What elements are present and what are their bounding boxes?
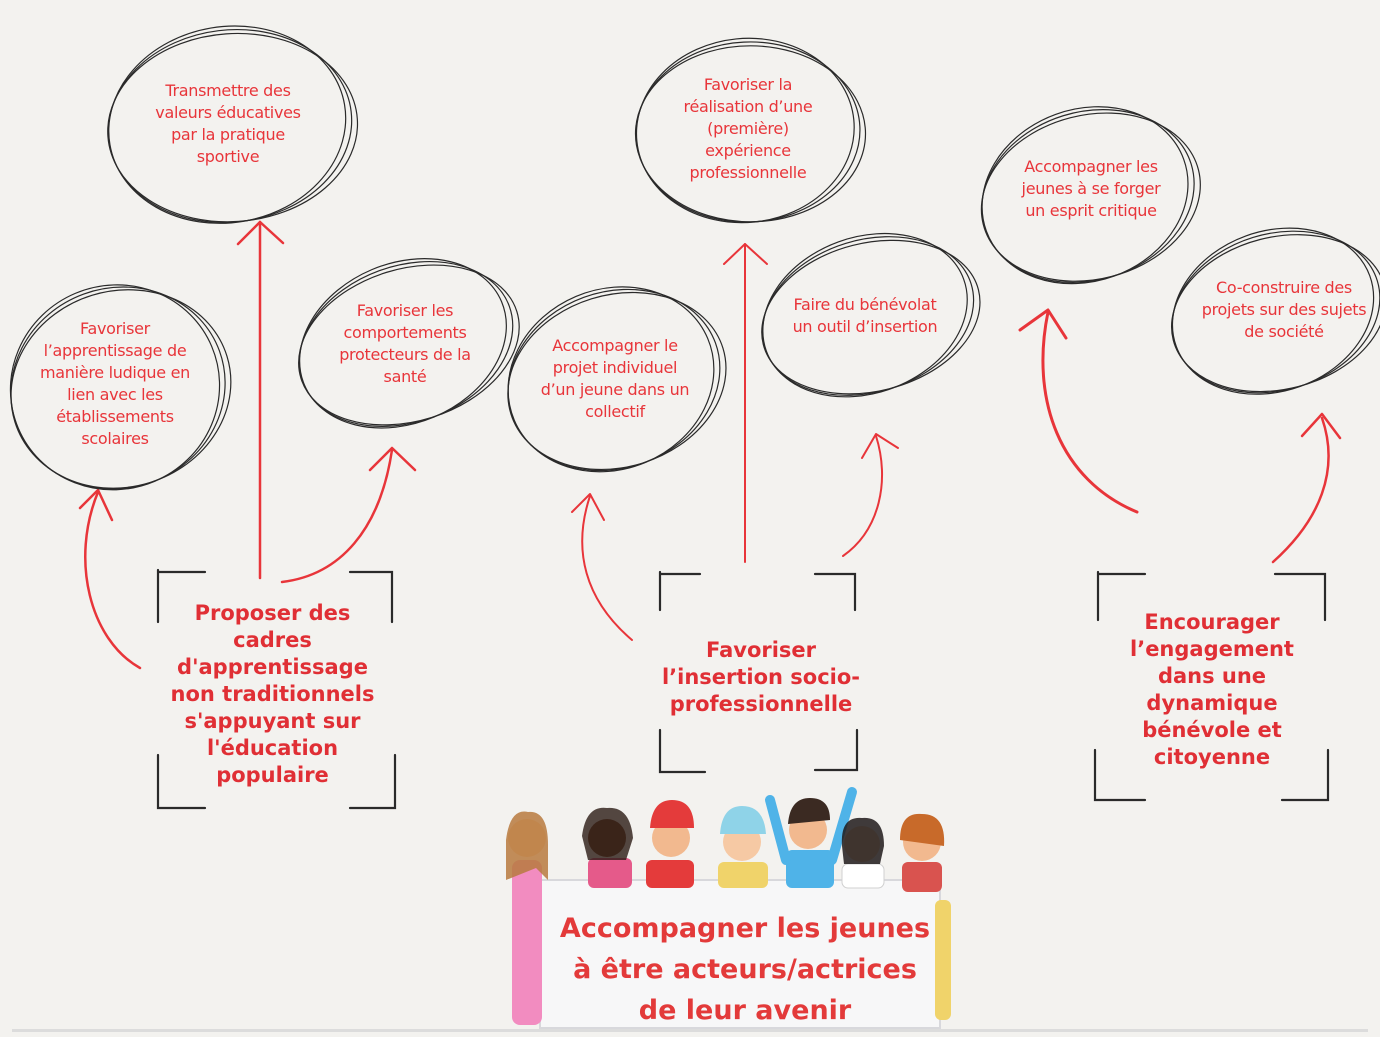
- objective-experience: Favoriser la réalisation d’une (première…: [683, 75, 813, 182]
- objective-benevolat: Faire du bénévolat un outil d’insertion: [792, 295, 938, 336]
- child-4: [718, 806, 768, 888]
- objective-co-construire: Co-construire des projets sur des sujets…: [1201, 278, 1367, 341]
- banner-title: Accompagner les jeunes à être acteurs/ac…: [559, 913, 931, 1026]
- pillar-brackets: [156, 568, 1330, 810]
- group-of-children-illustration: [506, 787, 951, 1029]
- arrowhead-projet-individuel: [571, 493, 605, 521]
- child-6: [841, 817, 885, 889]
- arrowhead-co-construire: [1300, 412, 1342, 440]
- child-7: [900, 813, 951, 1020]
- arrowhead-benevolat: [861, 433, 899, 459]
- oval-sante: [298, 258, 520, 429]
- arrowhead-esprit-critique: [1018, 308, 1068, 340]
- objective-ludique: Favoriser l’apprentissage de manière lud…: [40, 319, 190, 448]
- banner-board: [539, 879, 941, 1029]
- pillar-insertion: Favoriser l’insertion socio-professionne…: [661, 637, 861, 716]
- arrow-to-projet-individuel: [581, 495, 633, 641]
- objective-transmettre: Transmettre des valeurs éducatives par l…: [155, 81, 301, 166]
- child-3: [646, 800, 694, 888]
- arrow-to-sante: [280, 448, 394, 584]
- bracket-pillar-1: [156, 568, 397, 810]
- bracket-pillar-2: [658, 570, 859, 774]
- oval-projet-individuel: [507, 286, 727, 473]
- arrow-to-ludique: [84, 490, 142, 670]
- oval-esprit-critique: [980, 106, 1201, 285]
- bracket-pillar-3: [1093, 570, 1330, 802]
- arrows: [78, 220, 1342, 670]
- oval-transmettre: [107, 25, 359, 224]
- pillar-engagement: Encourager l’engagement dans une dynamiq…: [1130, 610, 1294, 769]
- arrowhead-transmettre: [236, 220, 285, 246]
- oval-co-construire: [1170, 227, 1380, 395]
- objective-sante: Favoriser les comportements protecteurs …: [339, 301, 471, 386]
- arrowhead-sante: [368, 446, 417, 472]
- objective-projet-individuel: Accompagner le projet individuel d’un je…: [540, 336, 690, 421]
- child-1: [506, 811, 548, 1025]
- oval-benevolat: [761, 232, 981, 398]
- scribble-ovals: [9, 25, 1380, 491]
- child-5: [765, 787, 857, 888]
- child-2: [582, 807, 633, 888]
- bottom-divider: [12, 1029, 1368, 1032]
- objective-esprit-critique: Accompagner les jeunes à se forger un es…: [1021, 157, 1161, 220]
- pillar-apprentissage: Proposer des cadres d'apprentissage non …: [170, 600, 375, 787]
- arrowhead-experience: [723, 243, 768, 265]
- arrow-to-esprit-critique: [1041, 310, 1139, 514]
- oval-experience: [634, 37, 867, 224]
- arrow-to-benevolat: [842, 435, 883, 557]
- oval-ludique: [9, 284, 232, 491]
- arrow-to-co-construire: [1271, 416, 1330, 564]
- arrowhead-ludique: [78, 488, 114, 522]
